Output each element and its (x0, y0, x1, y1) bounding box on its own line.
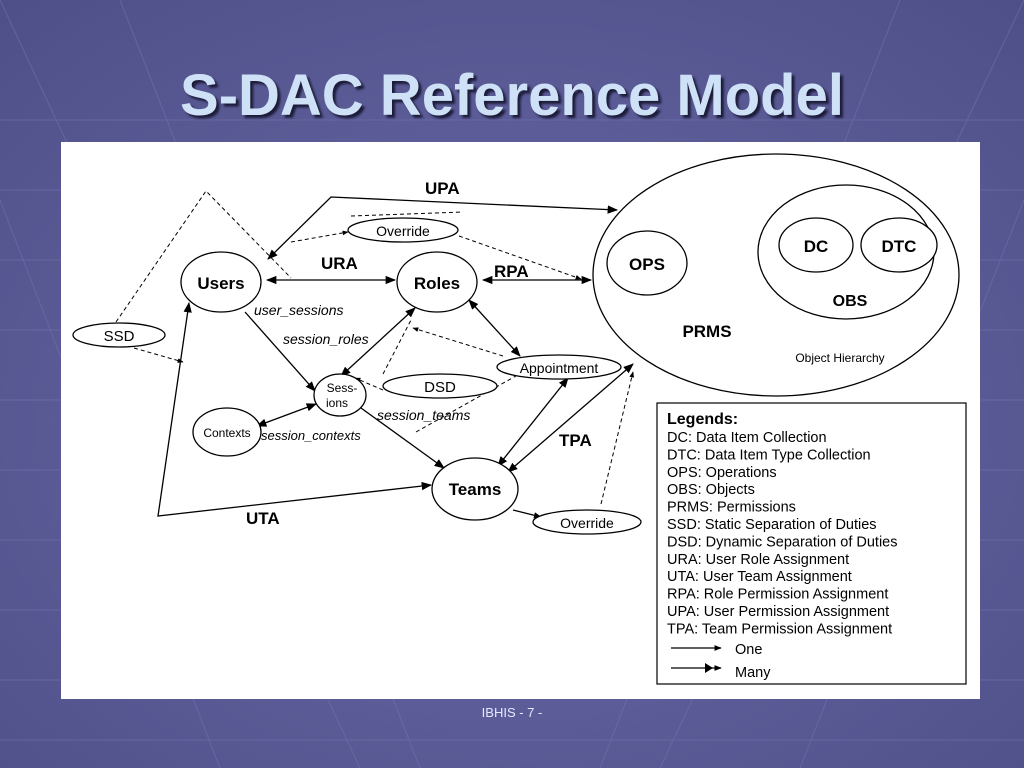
legend-item: OBS: Objects (667, 482, 755, 498)
users-label: Users (197, 274, 244, 293)
edge-user-sessions (244, 311, 316, 392)
sessions-label-2: ions (326, 396, 348, 410)
override-top-node (347, 217, 459, 243)
slide-title: S-DAC Reference Model (180, 63, 844, 128)
session-teams-label: session_teams (377, 407, 470, 423)
sdac-diagram: Users Roles Teams Sess- ions Contexts SS… (72, 153, 967, 685)
rpa-label: RPA (494, 262, 529, 281)
override-bottom-label: Override (560, 515, 614, 531)
legend-item: RPA: Role Permission Assignment (667, 587, 888, 603)
legend-many-arrowhead (705, 663, 713, 673)
edge-ssd-top (115, 190, 292, 323)
edge-upa (267, 196, 619, 260)
dsd-node (382, 373, 498, 399)
legend-item: TPA: Team Permission Assignment (667, 621, 892, 637)
ura-label: URA (321, 254, 358, 273)
teams-node (431, 457, 519, 521)
contexts-label: Contexts (203, 426, 250, 440)
slide-footer: IBHIS - 7 - (481, 705, 543, 720)
users-node (180, 251, 262, 313)
legend-item: OPS: Operations (667, 465, 777, 481)
override-top-label: Override (376, 223, 430, 239)
legend-item: SSD: Static Separation of Duties (667, 517, 877, 533)
ops-label: OPS (629, 255, 665, 274)
dc-label: DC (804, 237, 829, 256)
upa-label: UPA (425, 179, 460, 198)
user-sessions-label: user_sessions (254, 302, 344, 318)
obs-label: OBS (833, 293, 868, 310)
dsd-label: DSD (424, 379, 456, 396)
sessions-label-1: Sess- (327, 381, 358, 395)
edge-appointment-roles (412, 327, 504, 357)
edge-tpa (507, 363, 634, 473)
session-contexts-label: session_contexts (261, 428, 361, 443)
sessions-node (313, 373, 367, 417)
uta-label: UTA (246, 509, 280, 528)
appointment-node (496, 354, 622, 380)
legend-item: DSD: Dynamic Separation of Duties (667, 534, 898, 550)
dtc-node (860, 217, 938, 273)
legend-item: URA: User Role Assignment (667, 552, 849, 568)
legend-item: DTC: Data Item Type Collection (667, 447, 871, 463)
prms-label: PRMS (682, 322, 731, 341)
roles-node (396, 251, 478, 313)
legend-many-label: Many (735, 665, 771, 681)
appointment-label: Appointment (520, 360, 599, 376)
legend-item: DC: Data Item Collection (667, 430, 827, 446)
edge-override-top-in (290, 230, 349, 243)
dtc-label: DTC (882, 237, 917, 256)
edge-ssd-right (133, 347, 184, 363)
session-roles-label: session_roles (283, 331, 369, 347)
ssd-label: SSD (104, 328, 135, 345)
edge-override-top-from (350, 211, 464, 217)
legend-item: UPA: User Permission Assignment (667, 604, 889, 620)
teams-label: Teams (449, 480, 502, 499)
object-hierarchy-label: Object Hierarchy (795, 351, 884, 365)
legend-item: UTA: User Team Assignment (667, 569, 852, 585)
edge-roles-appointment (468, 299, 521, 357)
edge-teams-override (512, 509, 542, 519)
override-bottom-node (532, 509, 642, 535)
contexts-node (192, 407, 262, 457)
diagram-panel: Users Roles Teams Sess- ions Contexts SS… (61, 142, 980, 699)
edge-uta (157, 301, 433, 517)
ssd-node (72, 322, 166, 348)
edge-session-contexts (256, 403, 317, 427)
edge-override-top-out (458, 235, 582, 280)
tpa-label: TPA (559, 431, 592, 450)
edge-dsd-sessions (354, 377, 384, 391)
legend-item: PRMS: Permissions (667, 500, 796, 516)
dashed-edges (115, 190, 635, 505)
edge-override-bottom-up (600, 371, 635, 505)
edge-dsd-roles (382, 319, 412, 375)
roles-label: Roles (414, 274, 460, 293)
legend-title: Legends: (667, 411, 738, 428)
edge-teams-appointment (497, 377, 569, 467)
ops-node (606, 230, 688, 296)
dc-node (778, 217, 854, 273)
legend-one-label: One (735, 642, 762, 658)
